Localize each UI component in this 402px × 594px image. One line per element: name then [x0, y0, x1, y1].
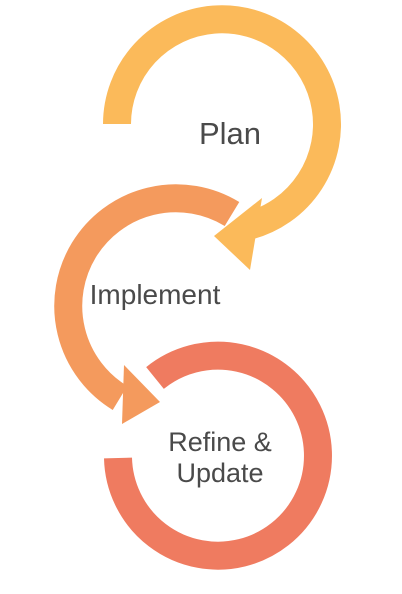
- refine-ring: [104, 341, 332, 570]
- plan-ring: [103, 5, 341, 270]
- step-label-refine-line1: Refine &: [168, 427, 272, 457]
- step-label-refine-line2: Update: [176, 458, 264, 489]
- plan-arrowhead: [214, 198, 262, 270]
- step-label-refine-update: Refine & Update: [160, 427, 280, 489]
- step-label-plan: Plan: [198, 116, 262, 151]
- implement-arrowhead: [122, 365, 160, 424]
- step-label-implement: Implement: [89, 279, 221, 310]
- implement-ring: [54, 184, 240, 424]
